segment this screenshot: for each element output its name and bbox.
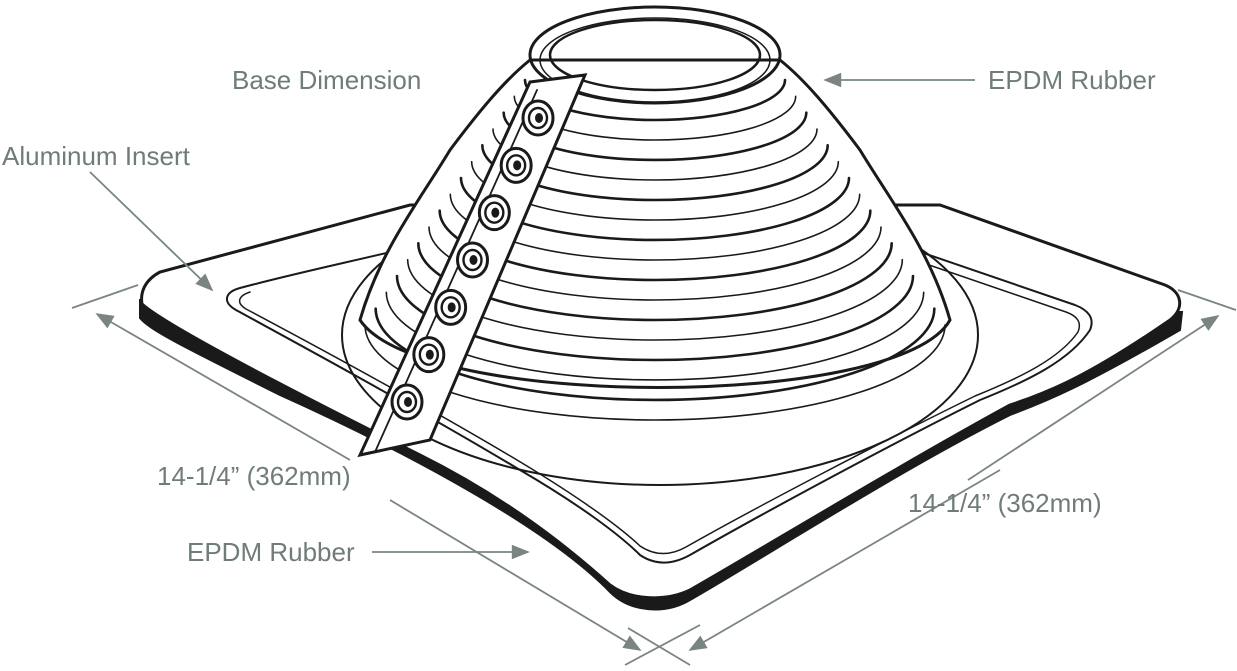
label-base-dimension: Base Dimension	[232, 65, 421, 95]
label-epdm-rubber-bottom: EPDM Rubber	[187, 537, 355, 567]
label-dimension-left: 14-1/4” (362mm)	[157, 461, 351, 491]
dim-left-arrow	[95, 313, 351, 461]
bolt-hole	[521, 99, 555, 137]
dim-bottom-ext	[624, 624, 701, 666]
dim-left-arrow-2	[389, 499, 642, 651]
flange-inner-border-2	[238, 254, 1081, 555]
bolt-hole	[390, 383, 424, 421]
dim-right-ext	[1177, 289, 1237, 311]
bolt-hole	[434, 288, 468, 326]
bolt-hole	[456, 241, 489, 279]
bolt-hole	[499, 146, 533, 184]
label-aluminum-insert: Aluminum Insert	[2, 141, 191, 171]
bolt-hole	[412, 336, 446, 374]
cone-top-lip	[539, 17, 771, 103]
leader-aluminum-insert	[89, 171, 214, 292]
bolt-hole	[477, 194, 511, 232]
dim-right-arrow	[688, 469, 1001, 651]
dim-right-arrow-2	[967, 315, 1220, 481]
dim-bottom-ext-2	[627, 627, 691, 666]
label-dimension-right: 14-1/4” (362mm)	[908, 488, 1102, 518]
dim-left-ext-top	[71, 284, 139, 309]
label-epdm-rubber-top: EPDM Rubber	[988, 65, 1156, 95]
bolt-holes	[390, 99, 555, 421]
cone-top-outer	[528, 5, 782, 105]
cone-top-inner	[548, 18, 762, 92]
